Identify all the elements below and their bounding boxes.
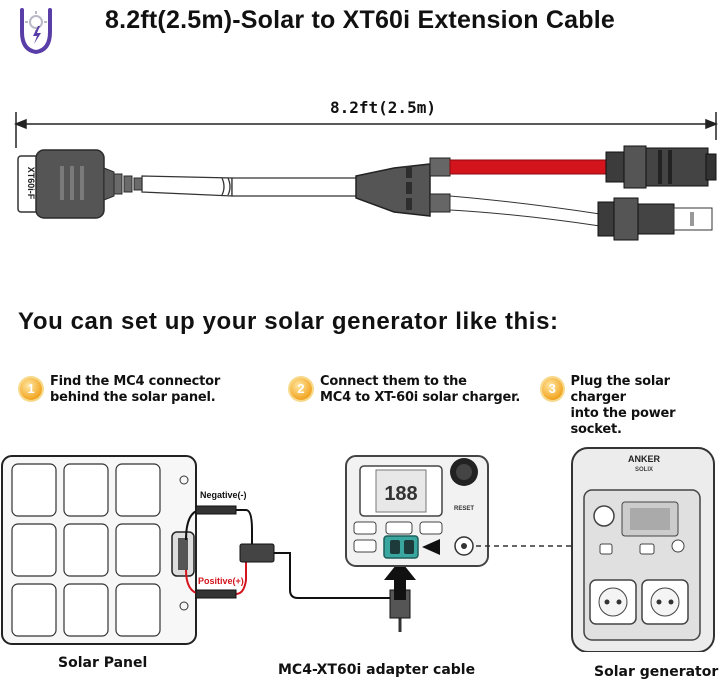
red-cable (449, 159, 611, 175)
caption-adapter-cable: MC4-XT60i adapter cable (278, 662, 476, 678)
setup-diagram: Negative(-) Positive(+) 188 RESET (1, 447, 715, 652)
device-display-value: 188 (384, 483, 417, 505)
brand-logo-icon (20, 8, 52, 54)
y-splitter (355, 157, 451, 217)
setup-subheading: You can set up your solar generator like… (18, 308, 559, 335)
generator-brand: ANKER (628, 454, 661, 464)
step-line: behind the solar panel. (50, 390, 216, 405)
generator-sub-brand: SOLIX (635, 467, 653, 473)
step-2: 2 Connect them to the MC4 to XT-60i sola… (290, 374, 520, 406)
cable-length-label: 8.2ft(2.5m) (330, 98, 436, 117)
dimension-line (13, 112, 719, 148)
negative-label: Negative(-) (200, 490, 247, 500)
step-line: MC4 to XT-60i solar charger. (320, 390, 521, 405)
cable-diagram: XT60i-F (13, 112, 719, 241)
positive-label: Positive(+) (198, 576, 244, 586)
mc4-connector-bottom (597, 197, 713, 241)
up-arrow-icon (384, 560, 416, 600)
step-line: Plug the solar charger (570, 374, 671, 405)
step-line: into the power socket. (570, 406, 676, 437)
step-number-badge: 3 (542, 378, 563, 400)
negative-wire (185, 509, 253, 548)
mc4-negative-plug (195, 505, 237, 515)
step-line: Find the MC4 connector (50, 374, 221, 389)
solar-generator (571, 447, 715, 652)
mc4-positive-plug (195, 589, 237, 599)
main-cable (141, 175, 361, 197)
left-arrow-icon (422, 539, 440, 555)
mc4-connector-top (605, 145, 717, 189)
caption-solar-panel: Solar Panel (58, 655, 148, 671)
step-line: Connect them to the (320, 374, 467, 389)
step-number-badge: 2 (290, 378, 312, 400)
white-cable (449, 195, 601, 227)
reset-label: RESET (454, 506, 474, 512)
mc4-joined-connector (239, 543, 275, 563)
page-title: 8.2ft(2.5m)-Solar to XT60i Extension Cab… (105, 6, 615, 34)
step-3: 3 Plug the solar charger into the power … (542, 374, 720, 438)
xt60i-connector (17, 149, 143, 219)
solar-panel (1, 455, 197, 645)
connector-label: XT60i-F (26, 167, 36, 200)
step-1: 1 Find the MC4 connector behind the sola… (20, 374, 220, 406)
caption-solar-generator: Solar generator (594, 664, 719, 680)
step-number-badge: 1 (20, 378, 42, 400)
adapter-cable (274, 552, 401, 599)
solar-charger-device (345, 455, 489, 567)
